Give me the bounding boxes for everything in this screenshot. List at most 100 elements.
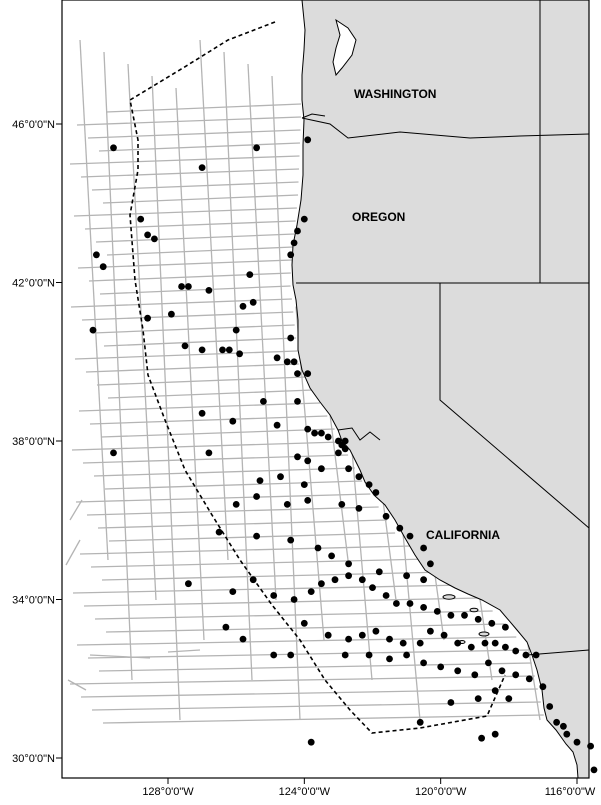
sighting-point (454, 667, 462, 675)
survey-track (89, 415, 328, 425)
survey-track (108, 532, 396, 542)
sighting-point (239, 302, 247, 310)
survey-track (95, 233, 295, 243)
sighting-point (365, 651, 373, 659)
sighting-point (481, 639, 489, 647)
puget-sound-water (332, 18, 357, 77)
sighting-point (375, 568, 383, 576)
survey-track (91, 701, 541, 711)
sighting-point (437, 663, 445, 671)
sighting-point (358, 631, 366, 639)
sighting-point (314, 544, 322, 552)
sighting-point (307, 588, 315, 595)
sighting-point (246, 271, 254, 278)
sighting-point (311, 429, 318, 437)
survey-track (199, 39, 229, 561)
sighting-point (324, 631, 332, 639)
sighting-point (467, 643, 475, 651)
survey-track (91, 181, 299, 191)
survey-track (72, 584, 464, 594)
sighting-point (416, 639, 424, 647)
sighting-point (420, 544, 427, 552)
sighting-point (331, 576, 339, 584)
sighting-point (416, 718, 424, 726)
sighting-point (403, 572, 410, 580)
sighting-point (345, 635, 352, 643)
sighting-point (294, 227, 301, 235)
sighting-point (270, 651, 278, 659)
lon-label: 120°0'0"W (415, 786, 467, 798)
sighting-point (382, 592, 390, 599)
survey-track (86, 506, 379, 516)
survey-track (88, 272, 291, 282)
lat-label: 38°0'0"N (12, 436, 55, 448)
sighting-point (341, 445, 349, 453)
state-label-oregon: OREGON (352, 210, 405, 224)
survey-track (69, 155, 300, 165)
sighting-point (522, 651, 530, 659)
sighting-point (403, 651, 410, 659)
sighting-point (110, 449, 117, 457)
island (469, 607, 479, 613)
sighting-point (474, 695, 482, 702)
survey-track (80, 688, 538, 698)
lon-label: 124°0'0"W (279, 786, 331, 798)
sighting-point (335, 449, 342, 457)
survey-track (83, 597, 481, 607)
sighting-point (277, 473, 284, 481)
sighting-point (546, 703, 554, 710)
survey-track (67, 679, 87, 691)
sighting-point (253, 144, 260, 152)
sighting-point (290, 358, 298, 366)
columbia-river (301, 113, 326, 119)
sighting-point (300, 481, 308, 488)
survey-track (65, 539, 81, 566)
sighting-point (290, 239, 298, 247)
sighting-point (300, 215, 308, 223)
sighting-point (420, 604, 427, 611)
sighting-point (239, 635, 247, 643)
survey-track (69, 499, 83, 521)
sighting-point (229, 588, 237, 595)
survey-track (105, 623, 505, 633)
sighting-point (89, 326, 97, 334)
sighting-point (433, 608, 441, 615)
sighting-point (488, 619, 496, 627)
sighting-point (420, 659, 427, 667)
sighting-point (287, 334, 295, 342)
sighting-point (304, 136, 312, 144)
survey-track (79, 545, 411, 555)
sighting-point (185, 283, 192, 290)
sighting-point (273, 354, 281, 362)
sighting-point (287, 536, 295, 544)
sighting-point (270, 592, 278, 599)
sighting-point (318, 429, 325, 437)
sighting-point (355, 505, 363, 512)
sighting-point (532, 651, 540, 659)
lat-label: 42°0'0"N (12, 278, 55, 290)
state-label-washington: WASHINGTON (354, 87, 436, 101)
sighting-point (307, 738, 315, 746)
survey-track (247, 63, 277, 601)
sighting-point (406, 532, 414, 540)
sighting-point (440, 631, 448, 639)
survey-track (103, 337, 297, 347)
survey-track (102, 714, 544, 724)
sighting-point (229, 417, 237, 425)
sighting-point (324, 433, 332, 441)
sighting-point (386, 655, 393, 663)
survey-track (96, 376, 306, 386)
survey-track (94, 610, 493, 620)
sighting-point (539, 683, 547, 691)
sighting-point (232, 501, 240, 508)
lat-label: 46°0'0"N (12, 119, 55, 131)
survey-track (78, 402, 320, 412)
graticule-axes: 46°0'0"N42°0'0"N38°0'0"N34°0'0"N30°0'0"N… (12, 119, 596, 798)
sighting-point (144, 314, 152, 322)
sighting-point (372, 627, 380, 635)
sighting-point (502, 623, 509, 631)
sighting-point (382, 512, 390, 520)
sighting-point (205, 449, 213, 457)
sighting-point (478, 734, 485, 742)
survey-track (74, 350, 298, 360)
